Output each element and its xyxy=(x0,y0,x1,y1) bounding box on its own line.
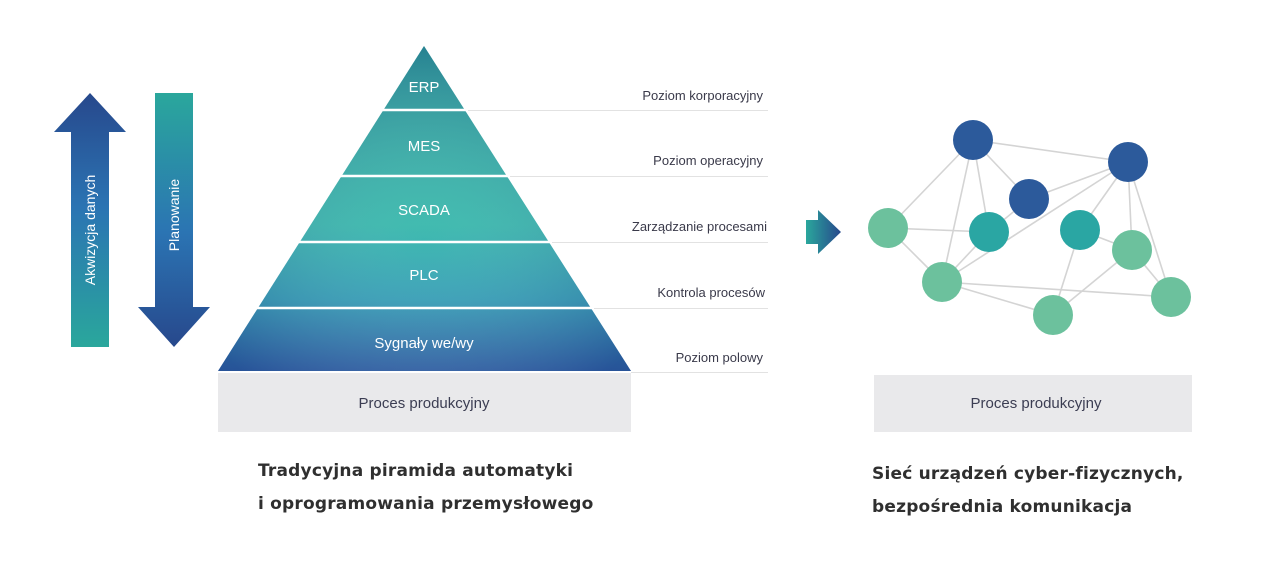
automation-pyramid: ERP MES SCADA PLC Sygnały we/wy xyxy=(218,46,631,371)
network-node-dark xyxy=(1108,142,1148,182)
pyramid-level-io: Sygnały we/wy xyxy=(374,335,474,352)
network-node-teal xyxy=(969,212,1009,252)
network-edge xyxy=(941,281,1172,298)
right-production-process-label: Proces produkcyjny xyxy=(971,395,1102,412)
network-node-green xyxy=(868,208,908,248)
left-caption-line1: Tradycyjna piramida automatyki xyxy=(258,461,574,481)
network-edge xyxy=(972,139,1129,163)
planning-arrow: Planowanie xyxy=(138,93,210,347)
cyber-physical-network xyxy=(868,120,1191,335)
pyramid-level-erp: ERP xyxy=(409,79,440,96)
level-descriptions: Poziom korporacyjny Poziom operacyjny Za… xyxy=(632,88,767,365)
level-description: Poziom operacyjny xyxy=(653,153,763,168)
pyramid-band-dividers xyxy=(254,108,594,310)
transition-arrow-icon xyxy=(806,210,841,254)
level-description: Poziom korporacyjny xyxy=(642,88,763,103)
level-description: Poziom polowy xyxy=(676,350,764,365)
left-production-process-label: Proces produkcyjny xyxy=(359,395,490,412)
network-node-green xyxy=(922,262,962,302)
right-caption-line1: Sieć urządzeń cyber-fizycznych, xyxy=(872,464,1184,484)
network-node-green xyxy=(1033,295,1073,335)
network-node-green xyxy=(1151,277,1191,317)
pyramid-level-mes: MES xyxy=(408,138,441,155)
network-node-teal xyxy=(1060,210,1100,250)
level-separators xyxy=(465,110,768,373)
down-arrow-label: Planowanie xyxy=(166,179,182,252)
up-arrow-label: Akwizycja danych xyxy=(82,175,98,286)
data-acquisition-arrow: Akwizycja danych xyxy=(54,93,126,347)
right-caption: Sieć urządzeń cyber-fizycznych, bezpośre… xyxy=(872,458,1184,524)
network-node-green xyxy=(1112,230,1152,270)
left-production-process-box: Proces produkcyjny xyxy=(218,373,631,432)
network-edge xyxy=(887,139,974,229)
right-caption-line2: bezpośrednia komunikacja xyxy=(872,497,1133,517)
network-nodes xyxy=(868,120,1191,335)
right-production-process-box: Proces produkcyjny xyxy=(874,375,1192,432)
level-description: Zarządzanie procesami xyxy=(632,219,767,234)
network-edge xyxy=(941,139,974,283)
network-edge xyxy=(941,161,1129,283)
left-caption-line2: i oprogramowania przemysłowego xyxy=(258,494,594,514)
pyramid-level-scada: SCADA xyxy=(398,202,450,219)
network-edge xyxy=(1127,161,1172,298)
left-caption: Tradycyjna piramida automatyki i oprogra… xyxy=(258,455,594,521)
level-description: Kontrola procesów xyxy=(657,285,765,300)
network-node-dark xyxy=(953,120,993,160)
pyramid-level-plc: PLC xyxy=(409,267,438,284)
down-arrow-icon xyxy=(138,93,210,347)
up-arrow-icon xyxy=(54,93,126,347)
network-node-dark xyxy=(1009,179,1049,219)
